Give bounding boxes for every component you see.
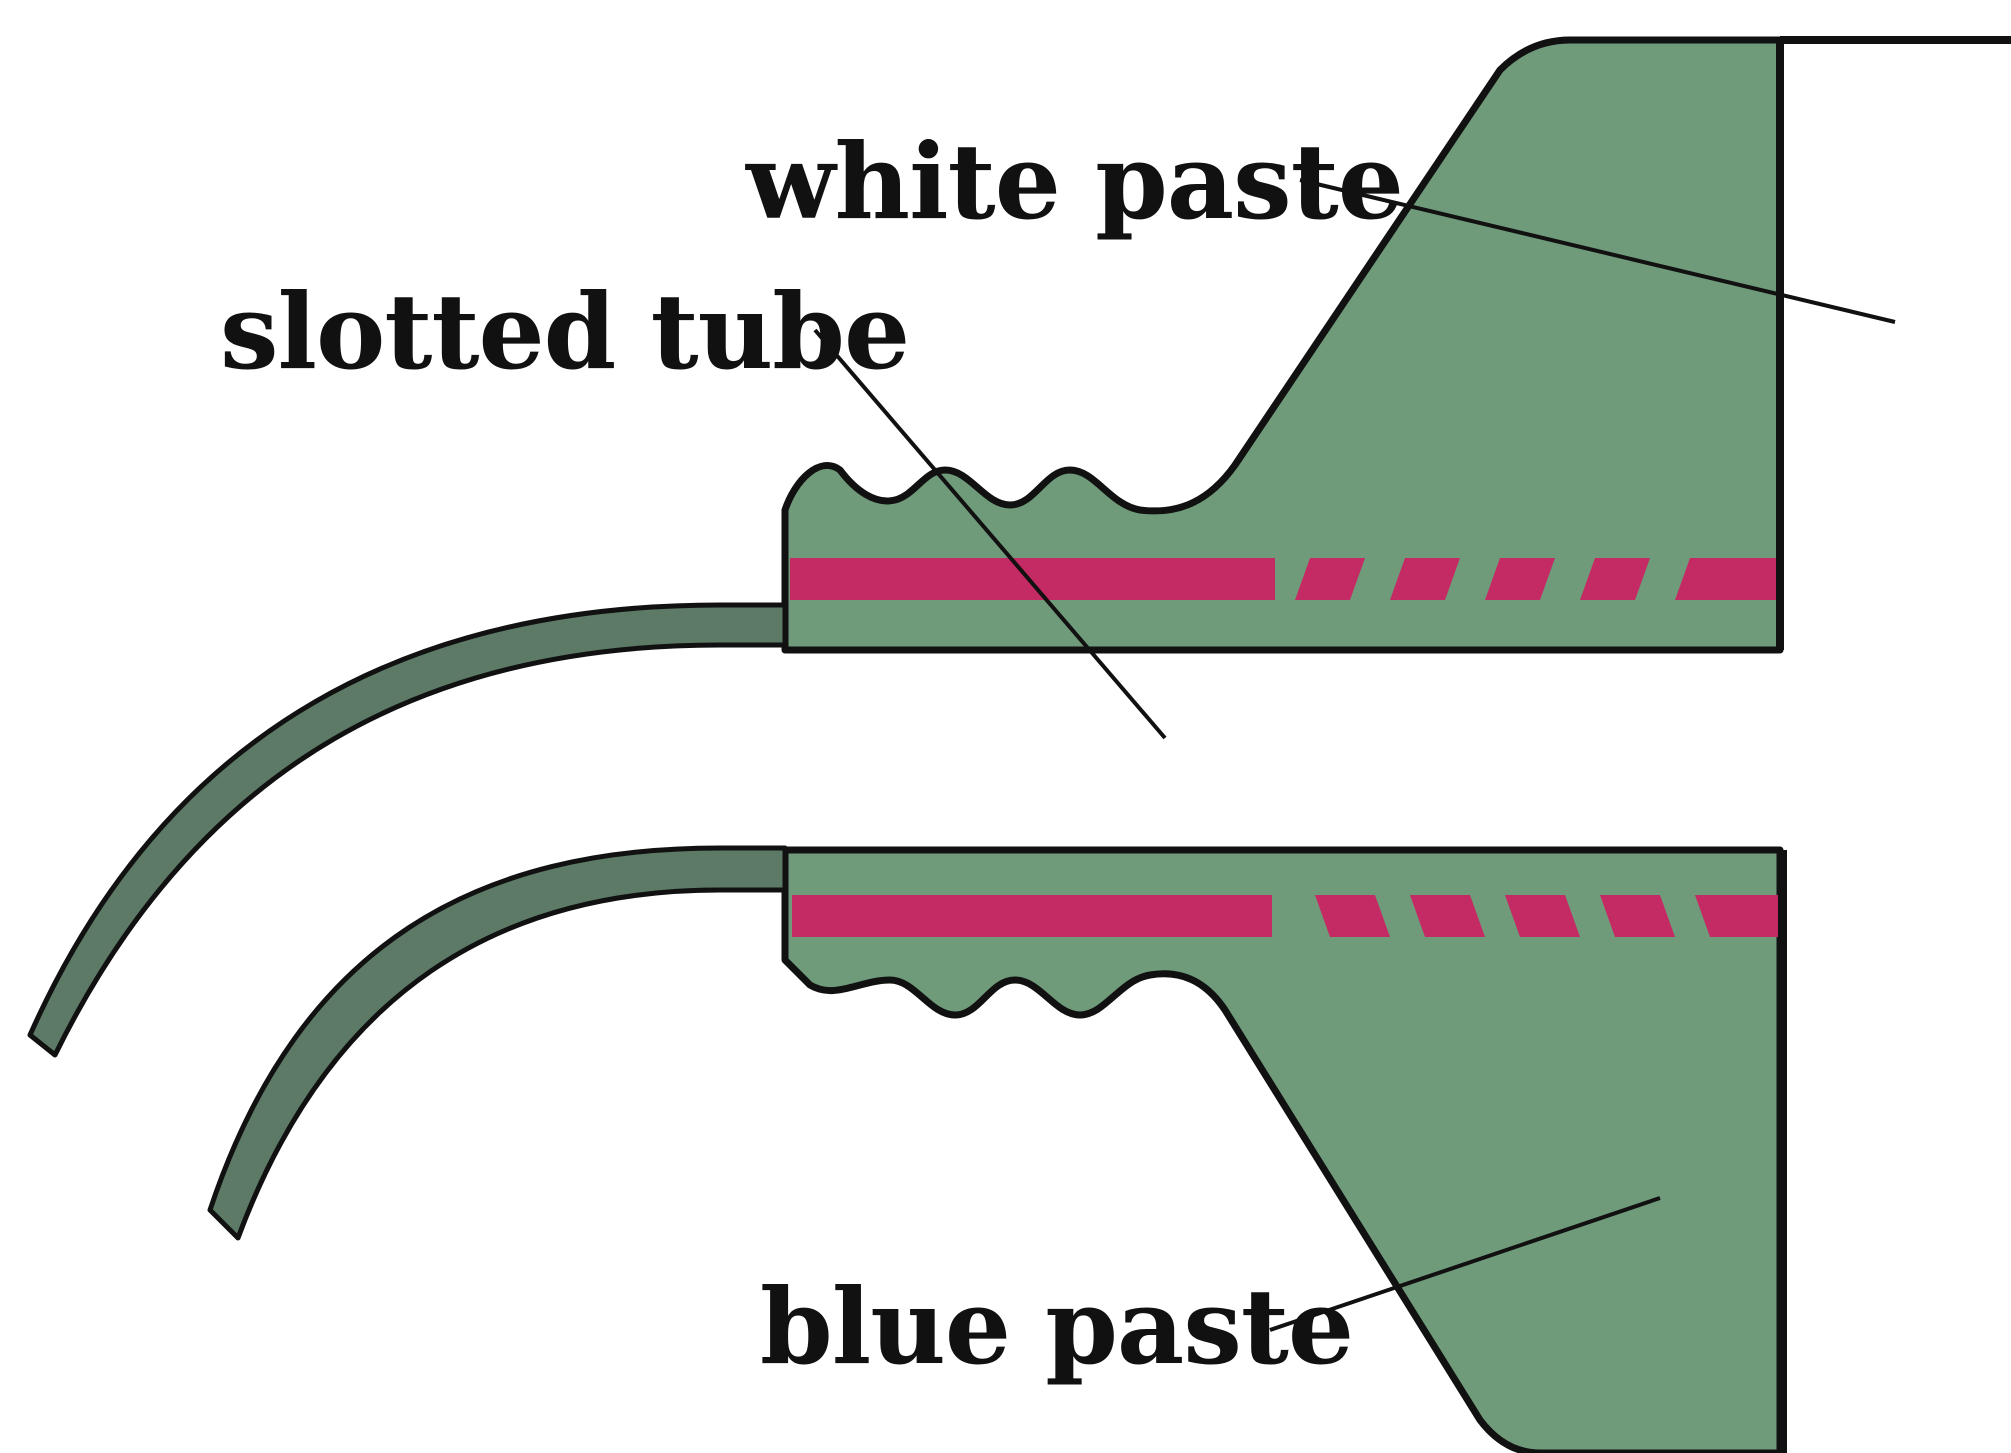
blue-paste-label: blue paste xyxy=(760,1275,1353,1379)
lower-tube-wall xyxy=(210,848,785,1238)
slotted-tube-label: slotted tube xyxy=(220,280,909,384)
white-paste-channel xyxy=(1780,40,2011,1453)
white-paste-label: white paste xyxy=(746,130,1403,234)
